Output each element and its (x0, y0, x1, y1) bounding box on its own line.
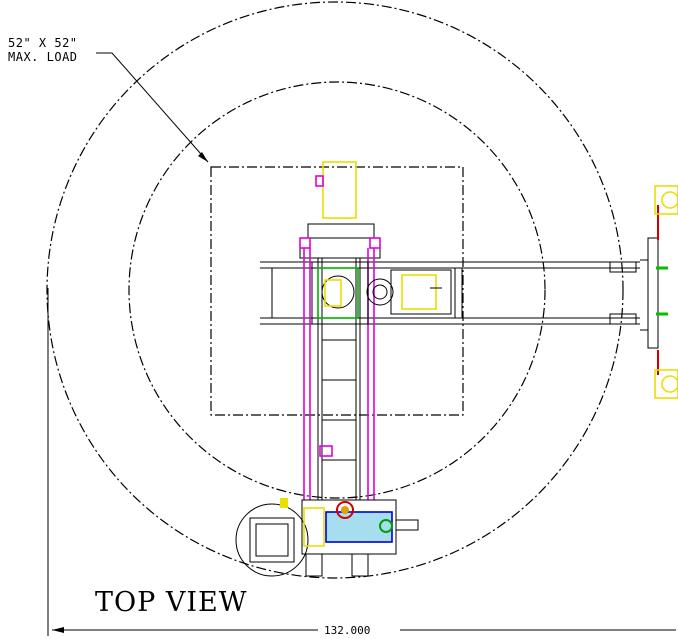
horizontal-arm (260, 261, 640, 325)
overall-width-dimension (47, 288, 676, 636)
inner-swing-circle (128, 81, 546, 499)
base-drive-assembly (235, 498, 419, 577)
overall-width-label: 132.000 (324, 624, 370, 637)
load-note-line-1: 52" X 52" (8, 36, 78, 50)
load-note-leader (96, 52, 209, 163)
load-note-line-2: MAX. LOAD (8, 50, 78, 64)
right-end-mount (640, 185, 678, 399)
top-motor-block (299, 161, 381, 259)
max-load-square (210, 166, 464, 416)
view-title: TOP VIEW (95, 587, 248, 618)
vertical-arm (303, 248, 394, 500)
outer-swing-circle (46, 1, 624, 579)
leader-arrowhead (198, 152, 208, 162)
